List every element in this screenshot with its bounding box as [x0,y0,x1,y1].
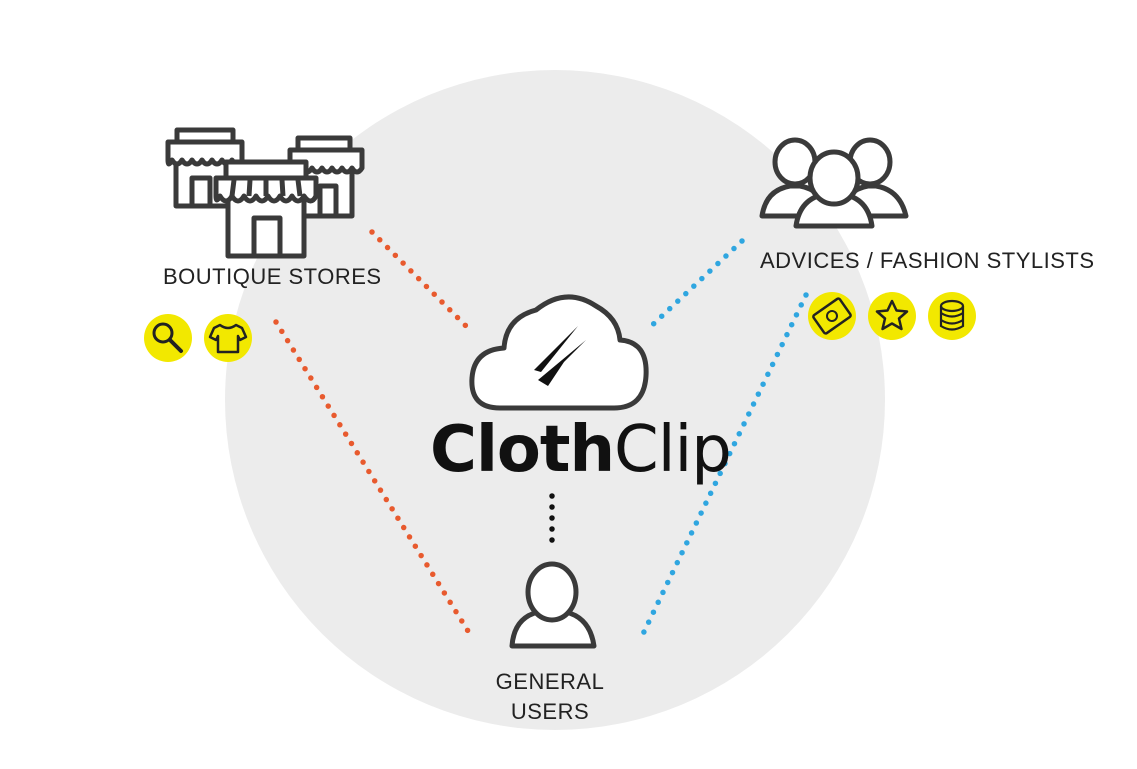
store-icon [165,127,365,259]
stores-label: BOUTIQUE STORES [163,264,382,289]
users-label: GENERAL USERS [480,667,620,727]
user-icon [509,561,597,649]
brand-name-regular: Clip [614,413,732,487]
users-label-line2: USERS [510,699,590,724]
brand-name-bold: Cloth [430,413,615,487]
search-icon [144,314,192,362]
link-stores-cloud [369,229,469,329]
tshirt-icon [204,314,252,362]
money-icon [808,292,856,340]
link-stylists-cloud [644,238,745,333]
stylists-label: ADVICES / FASHION STYLISTS [760,248,1095,273]
brand-wordmark: ClothClip [430,410,732,490]
store-front-icon [213,159,319,259]
star-icon [868,292,916,340]
cloud-icon [469,294,649,411]
person-center-icon [793,149,875,229]
clip-icon [534,326,586,386]
stylists-badges [808,292,976,340]
group-icon [759,137,909,229]
stores-badges [144,314,252,362]
users-label-line1: GENERAL [495,669,605,694]
coins-icon [928,292,976,340]
link-stylists-users [639,292,809,639]
